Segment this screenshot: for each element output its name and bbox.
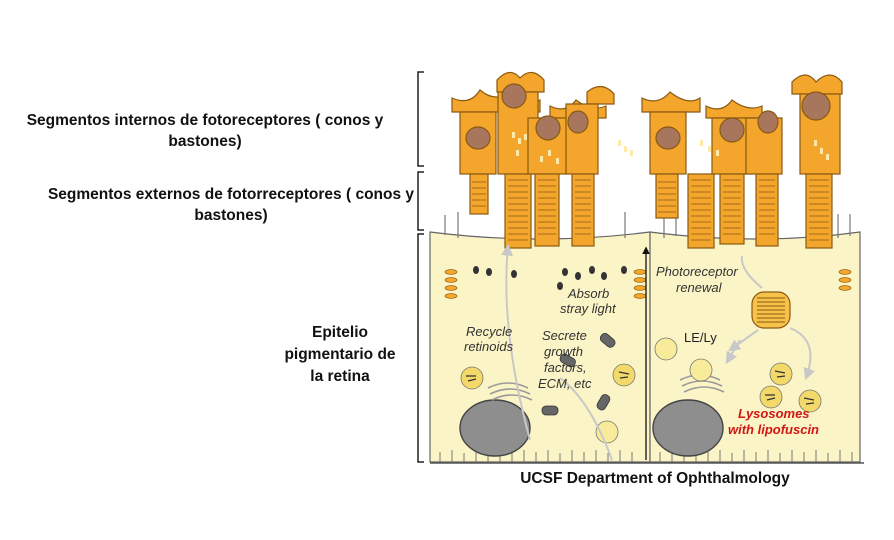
- phagosome: [751, 291, 791, 329]
- label-outer-segments: Segmentos externos de fotorreceptores ( …: [47, 186, 415, 224]
- label-inner-segments: Segmentos internos de fotoreceptores ( c…: [26, 112, 384, 150]
- annotation-secrete: Secrete growth factors, ECM, etc: [538, 328, 592, 391]
- annotation-recycle: Recycle retinoids: [464, 324, 516, 354]
- bracket-outer: [417, 171, 424, 231]
- annotation-lysosomes: Lysosomes with lipofuscin: [728, 406, 819, 437]
- photoreceptors: [451, 71, 843, 249]
- annotation-absorb: Absorb stray light: [560, 286, 617, 316]
- annotation-le-ly: LE/Ly: [684, 330, 717, 345]
- label-rpe: Epitelio pigmentario de la retina: [284, 324, 396, 385]
- credit: UCSF Department of Ophthalmology: [520, 470, 790, 487]
- process-arrows: [501, 243, 815, 461]
- annotation-renewal: Photoreceptor renewal: [656, 264, 741, 295]
- rpe-layer: [429, 212, 864, 464]
- bracket-rpe: [417, 233, 424, 463]
- bracket-inner: [417, 71, 424, 167]
